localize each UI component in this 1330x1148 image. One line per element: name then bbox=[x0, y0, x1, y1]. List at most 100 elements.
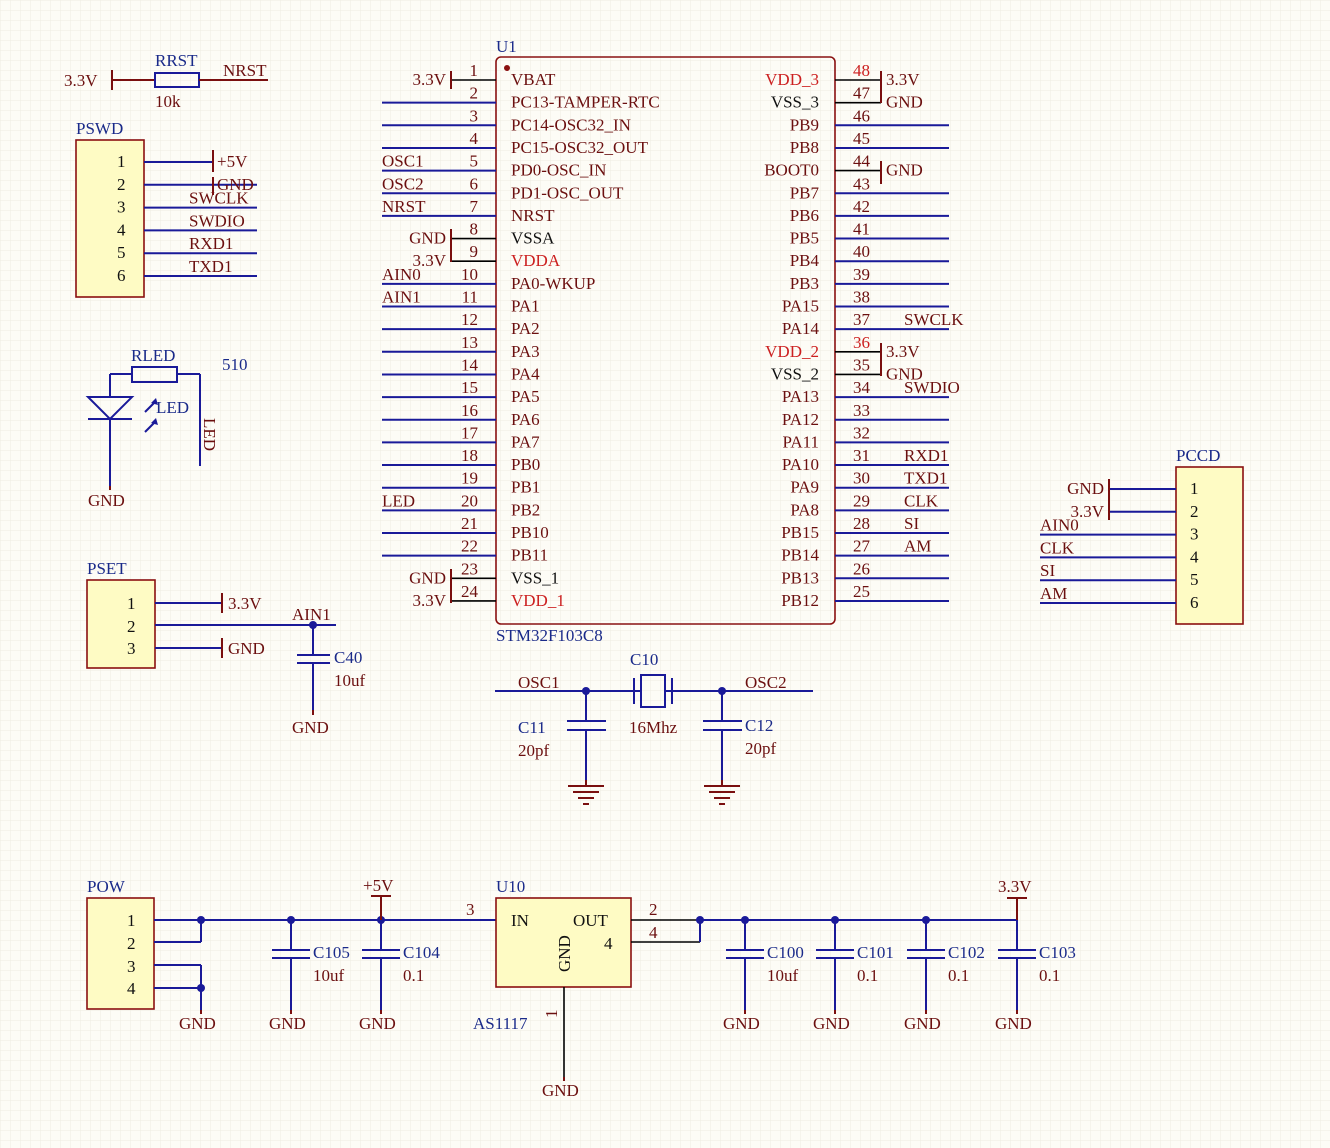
u1-pin-20-number: 20 bbox=[461, 491, 478, 510]
rrst-resistor[interactable]: 3.3V RRST 10k NRST bbox=[64, 51, 268, 111]
pswd-net-6: TXD1 bbox=[189, 257, 232, 276]
u1-pin-30-number: 30 bbox=[853, 469, 870, 488]
u1-pin-28-number: 28 bbox=[853, 514, 870, 533]
pswd-net-2: GND bbox=[217, 175, 254, 194]
crystal-block[interactable]: OSC1 OSC2 C10 16Mhz C11 20pf C12 20pf bbox=[495, 650, 813, 805]
pow-designator: POW bbox=[87, 877, 126, 896]
u1-pin-19-number: 19 bbox=[461, 469, 478, 488]
u10-pin-in: 3 bbox=[466, 900, 475, 919]
pccd-net-2: 3.3V bbox=[1070, 502, 1104, 521]
u1-pin-34-net: SWDIO bbox=[904, 378, 960, 397]
pccd-net-6: AM bbox=[1040, 584, 1067, 603]
u1-pin-23-number: 23 bbox=[461, 559, 478, 578]
power-section[interactable]: POW 1 2 3 4 GND +5V C10510ufGNDC1040.1GN… bbox=[86, 876, 1076, 1100]
pccd-net-3: AIN0 bbox=[1040, 516, 1079, 535]
u1-pin-26-number: 26 bbox=[853, 559, 870, 578]
u1-pin-11-net: AIN1 bbox=[382, 288, 421, 307]
led-designator: LED bbox=[156, 398, 189, 417]
c40-value: 10uf bbox=[334, 671, 366, 690]
pswd-designator: PSWD bbox=[76, 119, 123, 138]
crystal-left-net: OSC1 bbox=[518, 673, 560, 692]
u1-pin-37-net: SWCLK bbox=[904, 310, 964, 329]
u1-pin-14-number: 14 bbox=[461, 355, 479, 374]
u1-pin-33-name: PA12 bbox=[782, 410, 819, 429]
u1-pin-46-name: PB9 bbox=[790, 115, 819, 134]
u1-pin-33-number: 33 bbox=[853, 401, 870, 420]
pset-net-3v3: 3.3V bbox=[228, 594, 262, 613]
u1-pin-2-name: PC13-TAMPER-RTC bbox=[511, 93, 660, 112]
u10-pin-gnd: 1 bbox=[542, 1010, 561, 1019]
u10-pin-tab: 4 bbox=[649, 923, 658, 942]
u1-pin-37-name: PA14 bbox=[782, 319, 820, 338]
out-cap-1-designator: C101 bbox=[857, 943, 894, 962]
pccd-pin-1: 1 bbox=[1190, 479, 1199, 498]
u1-pin-16-number: 16 bbox=[461, 401, 478, 420]
u10-tab-label: 4 bbox=[604, 934, 613, 953]
u1-pin-24-number: 24 bbox=[461, 582, 479, 601]
u1-pin-21-number: 21 bbox=[461, 514, 478, 533]
pccd-net-5: SI bbox=[1040, 561, 1055, 580]
c40-gnd: GND bbox=[292, 718, 329, 737]
c11-value: 20pf bbox=[518, 741, 550, 760]
u1-pin-47-net: GND bbox=[886, 93, 923, 112]
u1-pin-27-number: 27 bbox=[853, 537, 871, 556]
pswd-net-1: +5V bbox=[217, 152, 248, 171]
u1-pin-3-number: 3 bbox=[470, 106, 479, 125]
u1-pin-19-name: PB1 bbox=[511, 478, 540, 497]
u1-pin-31-net: RXD1 bbox=[904, 446, 948, 465]
u1-pin-22-number: 22 bbox=[461, 537, 478, 556]
in-cap-0-value: 10uf bbox=[313, 966, 345, 985]
u1-pin-48-number: 48 bbox=[853, 61, 870, 80]
u1-pin-29-name: PA8 bbox=[790, 500, 819, 519]
rrst-value: 10k bbox=[155, 92, 181, 111]
pset-pin-3: 3 bbox=[127, 639, 136, 658]
u1-pin-42-name: PB6 bbox=[790, 206, 819, 225]
in-cap-1-value: 0.1 bbox=[403, 966, 424, 985]
u1-pin-47-name: VSS_3 bbox=[771, 93, 819, 112]
u1-pin-14-name: PA4 bbox=[511, 364, 540, 383]
u1-pin-40-name: PB4 bbox=[790, 251, 820, 270]
u1-pin-44-name: BOOT0 bbox=[764, 161, 819, 180]
u1-pin-12-number: 12 bbox=[461, 310, 478, 329]
crystal-designator: C10 bbox=[630, 650, 658, 669]
pset-connector[interactable]: PSET 1 2 3 3.3V AIN1 GND C40 10uf GND bbox=[86, 559, 366, 737]
u1-pin-1-name: VBAT bbox=[511, 70, 556, 89]
u1-pin-32-name: PA11 bbox=[782, 432, 819, 451]
pow-pin-3: 3 bbox=[127, 957, 136, 976]
crystal-right-net: OSC2 bbox=[745, 673, 787, 692]
u1-pin-23-name: VSS_1 bbox=[511, 568, 559, 587]
out-cap-3-value: 0.1 bbox=[1039, 966, 1060, 985]
u1-pin-43-number: 43 bbox=[853, 174, 870, 193]
u1-pin-7-net: NRST bbox=[382, 197, 426, 216]
u10-in-label: IN bbox=[511, 911, 529, 930]
u1-pin-38-name: PA15 bbox=[782, 297, 819, 316]
u1-pin-47-number: 47 bbox=[853, 84, 871, 103]
u1-pin-1-number: 1 bbox=[470, 61, 479, 80]
rled-designator: RLED bbox=[131, 346, 175, 365]
out-cap-2-gnd: GND bbox=[904, 1014, 941, 1033]
u1-pin-15-name: PA5 bbox=[511, 387, 540, 406]
led-block[interactable]: RLED 510 LED LED GND bbox=[85, 346, 248, 510]
u1-pin-34-name: PA13 bbox=[782, 387, 819, 406]
u1-pin-17-number: 17 bbox=[461, 423, 479, 442]
u1-pin-34-number: 34 bbox=[853, 378, 871, 397]
out-cap-3-designator: C103 bbox=[1039, 943, 1076, 962]
pswd-net-4: SWDIO bbox=[189, 211, 245, 230]
u1-pin-4-number: 4 bbox=[470, 129, 479, 148]
u10-out-label: OUT bbox=[573, 911, 609, 930]
u1-pin-45-number: 45 bbox=[853, 129, 870, 148]
in-cap-0-designator: C105 bbox=[313, 943, 350, 962]
u1-pin-41-number: 41 bbox=[853, 220, 870, 239]
u1-part: STM32F103C8 bbox=[496, 626, 603, 645]
out-cap-2-value: 0.1 bbox=[948, 966, 969, 985]
u1-pin-3-name: PC14-OSC32_IN bbox=[511, 115, 631, 134]
pset-net-ain1: AIN1 bbox=[292, 605, 331, 624]
u1-pin-24-net: 3.3V bbox=[412, 591, 446, 610]
pset-pin-2: 2 bbox=[127, 617, 136, 636]
pow-pin-1: 1 bbox=[127, 911, 136, 930]
